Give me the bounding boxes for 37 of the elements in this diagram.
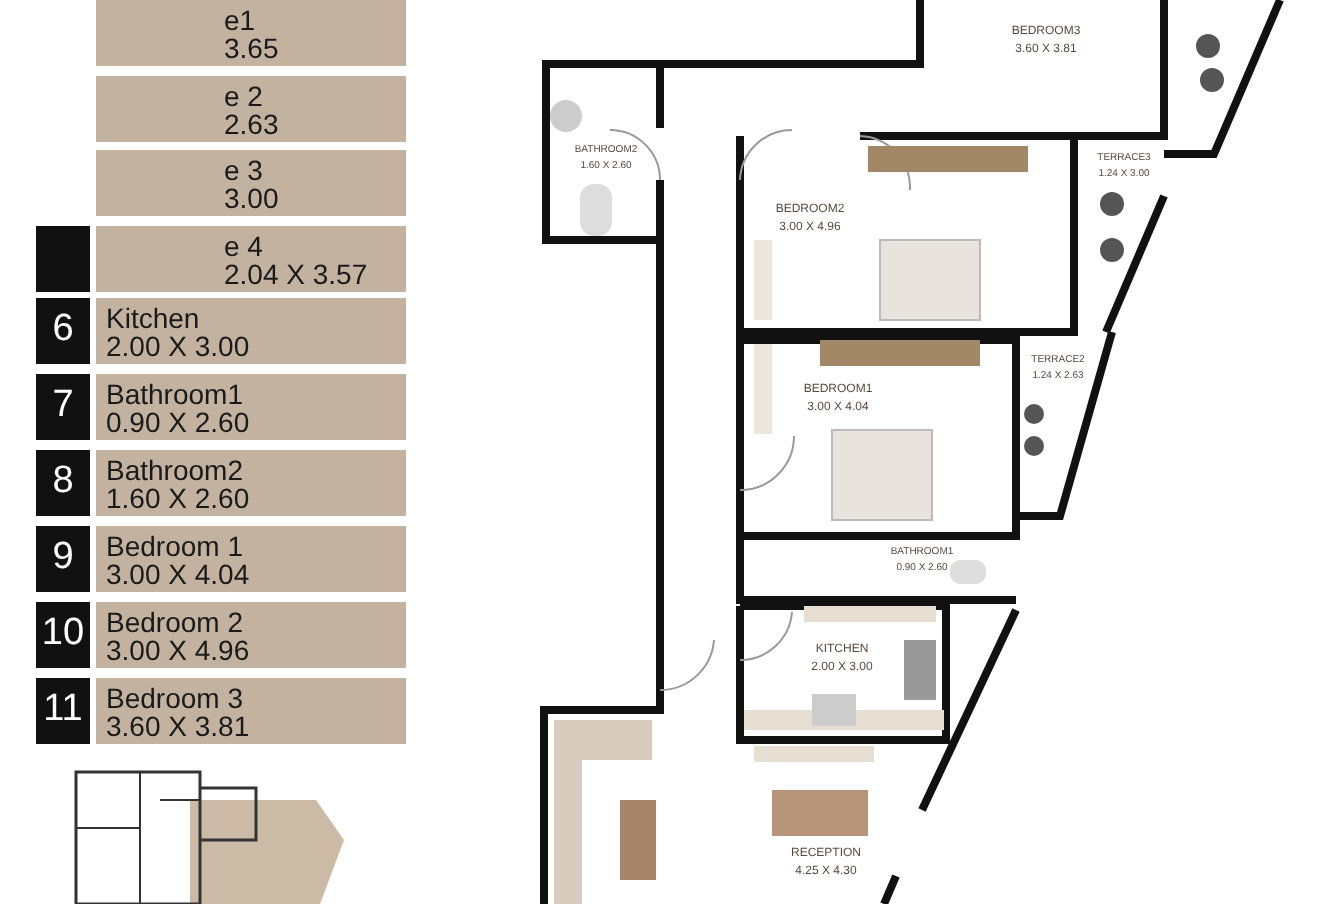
room-size-bar <box>96 602 406 668</box>
room-number: 9 <box>36 526 90 592</box>
room-number: 6 <box>36 298 90 364</box>
room-dimensions: 2.63 <box>224 109 281 137</box>
room-name: Bedroom 1 <box>106 531 245 559</box>
room-dimensions: 2.04 X 3.57 <box>224 259 370 287</box>
room-size-bar <box>96 374 406 440</box>
room-dimensions: 1.60 X 2.60 <box>106 483 252 511</box>
room-size-bar <box>96 298 406 364</box>
room-number: 11 <box>36 678 90 744</box>
room-name: e 3 <box>224 155 265 183</box>
room-size-bar <box>96 150 406 216</box>
room-size-bar <box>96 678 406 744</box>
room-dimensions: 2.00 X 3.00 <box>106 331 252 359</box>
room-size-bar <box>96 76 406 142</box>
room-number: 7 <box>36 374 90 440</box>
room-size-bar <box>96 226 406 292</box>
room-dimensions: 3.65 <box>224 33 281 61</box>
room-name: Bedroom 3 <box>106 683 245 711</box>
room-name: Bedroom 2 <box>106 607 245 635</box>
room-name: e 4 <box>224 231 265 259</box>
room-dimensions: 3.60 X 3.81 <box>106 711 252 739</box>
room-name: Kitchen <box>106 303 202 331</box>
room-dimensions: 3.00 X 4.04 <box>106 559 252 587</box>
room-size-bar <box>96 0 406 66</box>
room-name: e1 <box>224 5 258 33</box>
number-box <box>36 226 90 292</box>
room-name: Bathroom1 <box>106 379 245 407</box>
room-dimensions: 3.00 <box>224 183 281 211</box>
room-number: 8 <box>36 450 90 516</box>
room-size-bar <box>96 450 406 516</box>
room-name: e 2 <box>224 81 265 109</box>
room-dimensions: 0.90 X 2.60 <box>106 407 252 435</box>
room-name: Bathroom2 <box>106 455 245 483</box>
room-number: 10 <box>36 602 90 668</box>
room-size-bar <box>96 526 406 592</box>
room-dimensions: 3.00 X 4.96 <box>106 635 252 663</box>
